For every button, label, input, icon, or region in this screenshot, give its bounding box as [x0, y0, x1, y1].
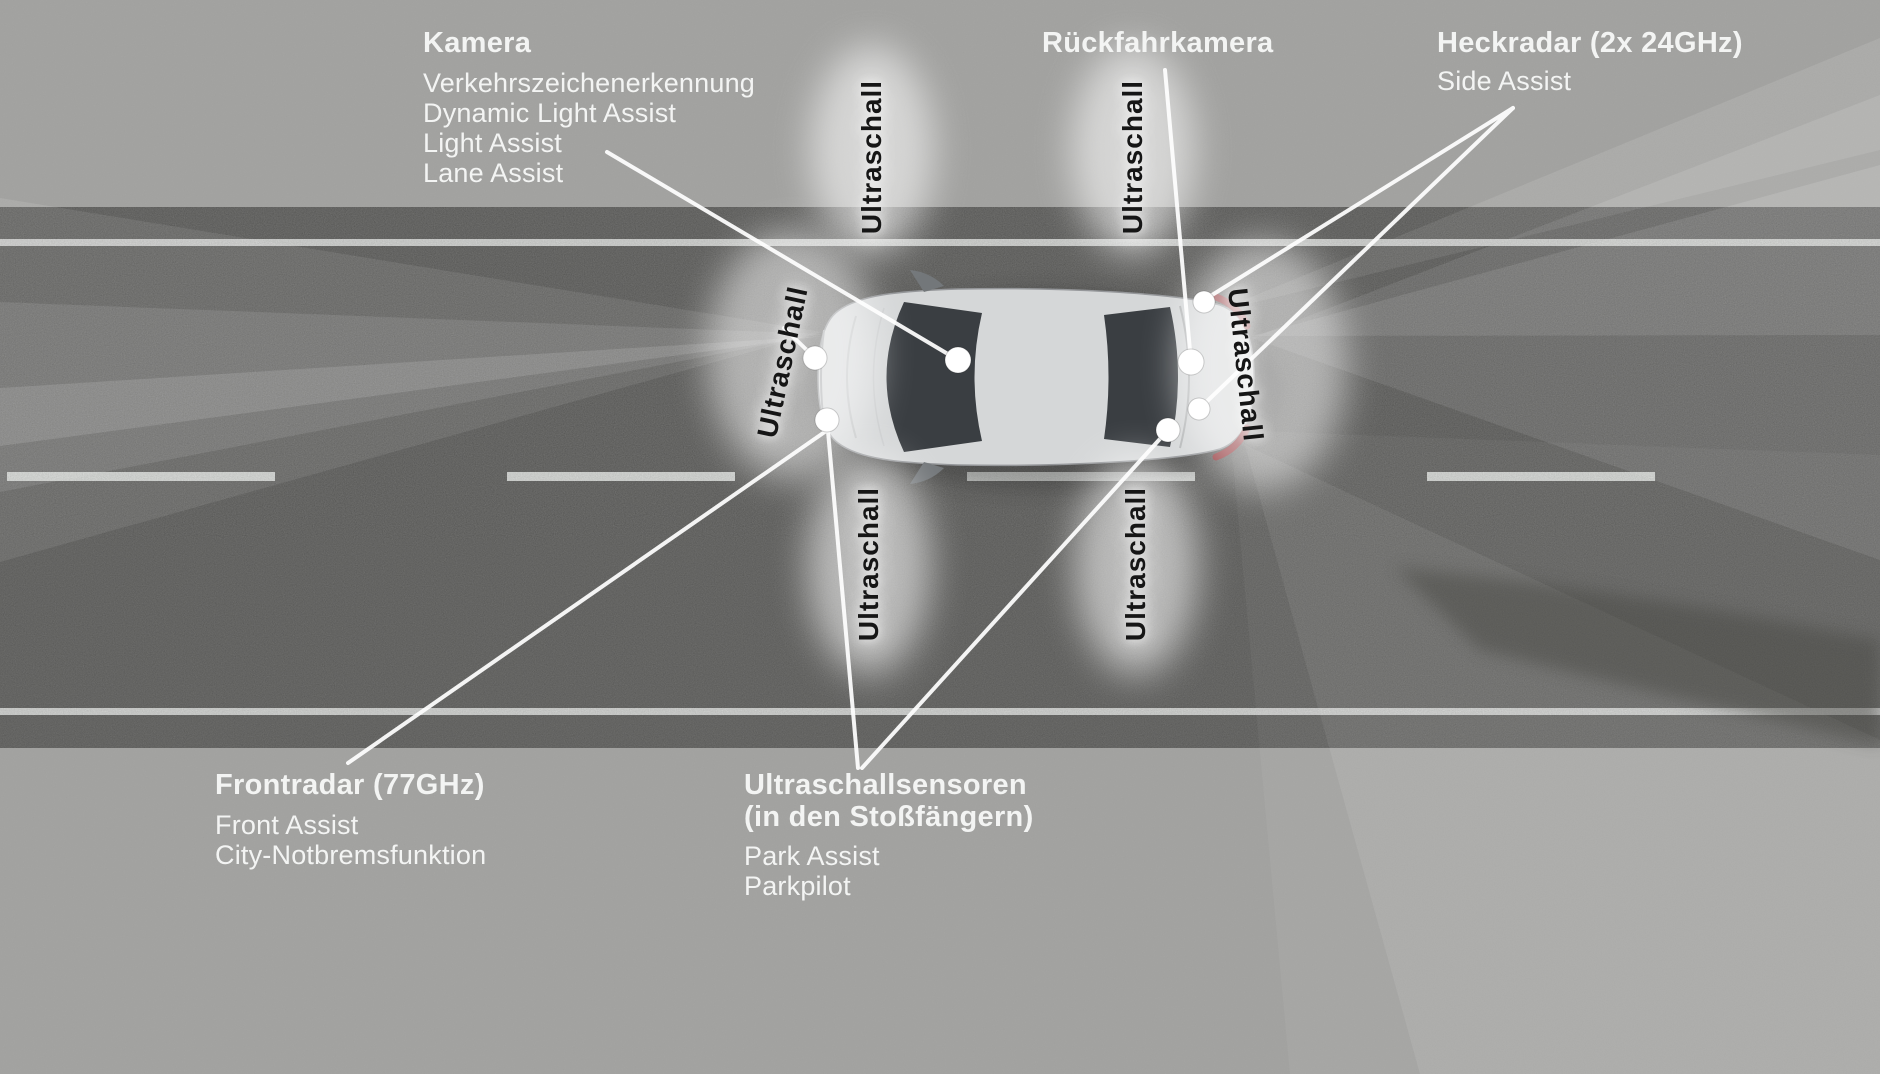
rear-beam-dark-gap [1395, 568, 1880, 745]
front-radar-feature: City-Notbremsfunktion [215, 840, 487, 870]
leader-lines [346, 68, 1515, 770]
ultrasonic-zone-label-top-left: Ultraschall [856, 79, 887, 235]
car-rear-window [1104, 307, 1178, 447]
car-mirror-right [910, 462, 944, 484]
kamera-title: Kamera [423, 27, 532, 59]
ultrasonic-feature: Park Assist [744, 841, 880, 871]
leader-ultrasonic-rear [860, 428, 1170, 770]
rear-radar-label: Heckradar (2x 24GHz) Side Assist [1437, 27, 1743, 96]
sensor-dot-front-upper [802, 345, 828, 371]
leader-rueckfahrkamera [1163, 68, 1193, 364]
sensor-dot-front-lower [814, 407, 840, 433]
ultrasonic-zone-label-bottom-left: Ultraschall [853, 486, 884, 642]
kamera-feature: Light Assist [423, 128, 562, 158]
ultrasonic-title-line2: (in den Stoßfängern) [744, 801, 1034, 833]
leader-heckradar-lower [1197, 106, 1515, 411]
rear-camera-label: Rückfahrkamera [1042, 27, 1274, 60]
car-windshield [886, 302, 982, 452]
ultrasonic-features: Park Assist Parkpilot [744, 841, 1034, 901]
sensor-dot-rear-center [1177, 348, 1205, 376]
ultrasonic-title-line1: Ultraschallsensoren [744, 769, 1027, 801]
rear-camera-title: Rückfahrkamera [1042, 27, 1274, 59]
kamera-feature: Verkehrszeichenerkennung [423, 68, 756, 98]
kamera-feature: Dynamic Light Assist [423, 98, 677, 128]
leader-heckradar-upper [1202, 106, 1515, 302]
front-radar-feature: Front Assist [215, 810, 359, 840]
kamera-feature: Lane Assist [423, 158, 564, 188]
sensor-dot-camera [944, 346, 972, 374]
ultrasonic-feature: Parkpilot [744, 871, 851, 901]
ultrasonic-zone-label-bottom-right: Ultraschall [1120, 486, 1151, 642]
leader-ultrasonic-front [825, 418, 860, 770]
rear-radar-feature: Side Assist [1437, 66, 1572, 96]
rear-radar-title: Heckradar (2x 24GHz) [1437, 27, 1743, 59]
front-radar-title: Frontradar (77GHz) [215, 769, 485, 801]
rear-radar-features: Side Assist [1437, 66, 1743, 96]
ultrasonic-label: Ultraschallsensoren (in den Stoßfängern)… [744, 769, 1034, 901]
kamera-label: Kamera Verkehrszeichenerkennung Dynamic … [423, 27, 755, 188]
leader-kamera [605, 150, 960, 362]
ultrasonic-zone-label-top-right: Ultraschall [1117, 79, 1148, 235]
sensor-dot-rear-corner-bottom [1155, 417, 1181, 443]
kamera-features: Verkehrszeichenerkennung Dynamic Light A… [423, 68, 755, 188]
sensor-dot-rear-mid [1187, 397, 1211, 421]
front-radar-label: Frontradar (77GHz) Front Assist City-Not… [215, 769, 486, 870]
front-radar-features: Front Assist City-Notbremsfunktion [215, 810, 486, 870]
leader-frontradar [346, 427, 831, 765]
sensor-dot-rear-corner-top [1192, 290, 1216, 314]
car-mirror-left [910, 270, 944, 292]
sensor-dots [802, 290, 1216, 443]
